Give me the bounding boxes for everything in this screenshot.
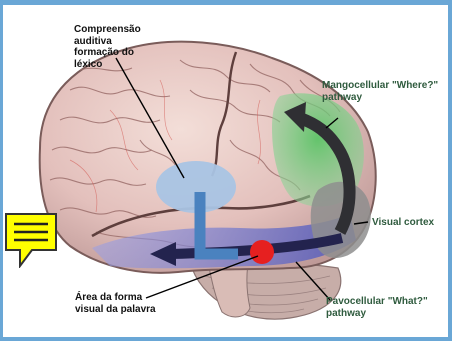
- frame-right-border: [448, 0, 452, 341]
- label-visual-word-form-area: Área da forma visual da palavra: [75, 292, 156, 315]
- label-magnocellular-pathway: Mangocellular "Where?" pathway: [322, 80, 438, 103]
- frame-left-border: [0, 0, 3, 341]
- label-visual-cortex: Visual cortex: [372, 217, 434, 229]
- frame-bottom-border: [0, 337, 452, 341]
- visual-word-form-spot: [250, 240, 274, 264]
- note-icon[interactable]: [4, 212, 58, 268]
- label-auditory-comprehension: Compreensão auditiva formação do léxico: [74, 24, 141, 70]
- label-parvocellular-pathway: Pavocellular "What?" pathway: [326, 296, 428, 319]
- frame-top-border: [0, 0, 452, 5]
